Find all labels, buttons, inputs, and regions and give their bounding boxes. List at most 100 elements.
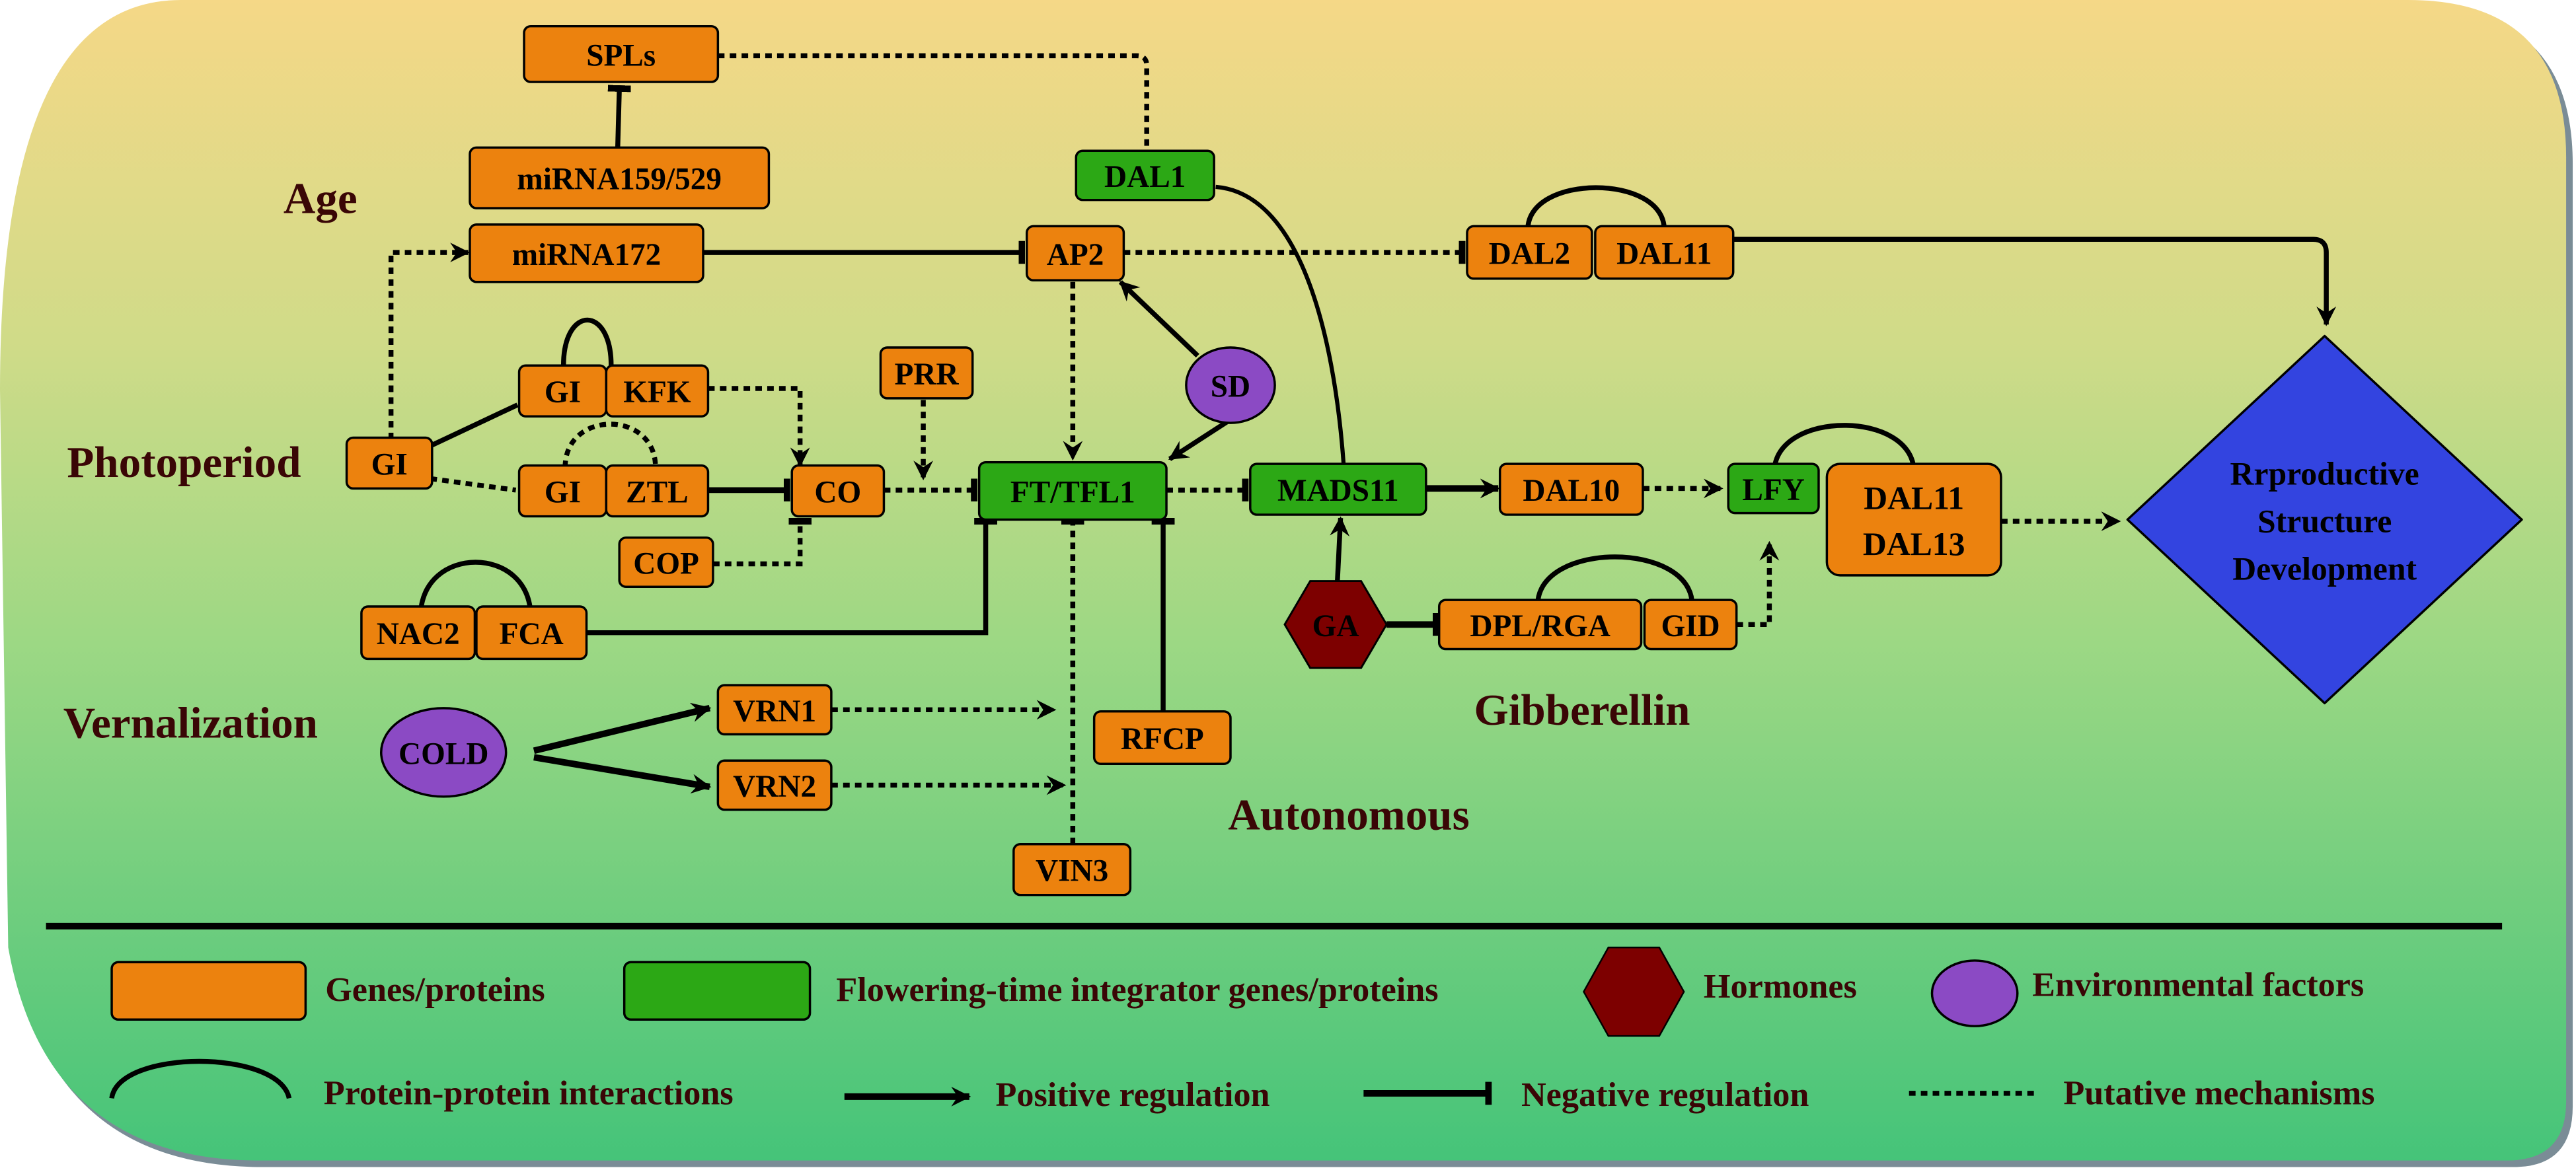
node-gi-photoperiod[interactable]: GI: [345, 436, 434, 490]
node-ap2-label: AP2: [1047, 238, 1104, 272]
gid-to-lfy-edge: [1736, 540, 1780, 628]
node-ft-tfl1[interactable]: FT/TFL1: [977, 460, 1168, 521]
node-dal1[interactable]: DAL1: [1075, 149, 1215, 201]
node-gi-kfk-gi-label: GI: [545, 375, 581, 410]
gi-to-gikfk-edge: [429, 402, 519, 449]
node-ztl[interactable]: ZTL: [605, 464, 710, 518]
node-lfy[interactable]: LFY: [1727, 462, 1820, 515]
cop-to-co-edge: [712, 518, 812, 567]
sd-to-ap2-edge: [1118, 280, 1199, 358]
dal11-to-output-edge: [1733, 237, 2337, 326]
lfy-dal11-interaction: [1772, 423, 1916, 472]
node-dal10-label: DAL10: [1523, 474, 1620, 508]
legend-label-hormones: Hormones: [1704, 968, 1857, 1006]
node-dal1-shape: [1075, 149, 1215, 201]
node-ap2[interactable]: AP2: [1025, 225, 1125, 282]
node-sd-shape: [1185, 346, 1276, 424]
node-vrn1-shape: [716, 684, 833, 736]
legend-label-putative: Putative mechanisms: [2063, 1074, 2374, 1112]
node-mirna172[interactable]: miRNA172: [469, 223, 704, 283]
node-ft-tfl1-shape: [977, 460, 1168, 521]
node-lfy-shape: [1727, 462, 1820, 515]
legend-integrator-swatch: [623, 961, 812, 1021]
node-mirna159-529-shape: [469, 146, 771, 209]
output-label-line3: Development: [2232, 550, 2417, 587]
node-vrn1[interactable]: VRN1: [716, 684, 833, 736]
node-prr[interactable]: PRR: [879, 346, 974, 400]
nac2-fca-interaction: [418, 560, 533, 616]
node-cop[interactable]: COP: [618, 536, 714, 588]
node-gid-label: GID: [1661, 609, 1720, 643]
node-mirna159-529-label: miRNA159/529: [517, 163, 722, 197]
node-nac2-label: NAC2: [377, 617, 460, 651]
node-sd[interactable]: SD: [1185, 346, 1276, 424]
node-spls[interactable]: SPLs: [523, 24, 720, 83]
node-cold-label: COLD: [398, 737, 488, 771]
node-gi-ztl-gi-label: GI: [545, 476, 581, 510]
node-gi-ztl-gi[interactable]: GI: [517, 464, 608, 518]
node-fca-label: FCA: [500, 617, 564, 651]
node-kfk-label: KFK: [623, 375, 691, 410]
ga-to-mads11-edge: [1330, 516, 1350, 584]
node-dal10-shape: [1498, 462, 1644, 516]
node-cold-shape: [380, 707, 508, 798]
output-diamond-shape: [2126, 334, 2523, 705]
node-dpl-rga[interactable]: DPL/RGA: [1437, 599, 1643, 651]
legend-label-integrators: Flowering-time integrator genes/proteins: [836, 971, 1438, 1009]
node-dal11-dal13-shape: [1825, 462, 2002, 577]
node-cop-label: COP: [633, 547, 699, 581]
node-mirna159-529[interactable]: miRNA159/529: [469, 146, 771, 209]
node-vrn2[interactable]: VRN2: [716, 759, 833, 811]
node-kfk-shape: [605, 364, 710, 418]
pathway-label-photoperiod: Photoperiod: [67, 437, 301, 487]
legend-label-environment: Environmental factors: [2032, 967, 2364, 1004]
node-cold[interactable]: COLD: [380, 707, 508, 798]
node-dpl-rga-shape: [1437, 599, 1643, 651]
legend-hormone-swatch: [1583, 946, 1685, 1037]
node-gid[interactable]: GID: [1643, 599, 1738, 651]
sd-to-fttfl1-edge: [1168, 418, 1232, 461]
node-dal2[interactable]: DAL2: [1466, 225, 1593, 280]
node-kfk[interactable]: KFK: [605, 364, 710, 418]
node-rfcp-shape: [1092, 710, 1232, 765]
node-vin3[interactable]: VIN3: [1012, 843, 1132, 897]
node-ga[interactable]: GA: [1283, 580, 1388, 669]
node-rfcp-label: RFCP: [1121, 722, 1204, 756]
node-cop-shape: [618, 536, 714, 588]
node-ga-shape: [1283, 580, 1388, 669]
node-mirna172-label: miRNA172: [512, 238, 662, 272]
node-dal1-label: DAL1: [1104, 160, 1186, 194]
spls-to-dal1-edge: [718, 53, 1158, 159]
node-mads11[interactable]: MADS11: [1249, 462, 1427, 516]
node-gi-kfk-gi[interactable]: GI: [517, 364, 608, 418]
node-mads11-shape: [1249, 462, 1427, 516]
cold-to-vrn2-edge: [533, 754, 712, 794]
node-nac2[interactable]: NAC2: [360, 605, 476, 661]
node-dal11-top-shape: [1594, 225, 1735, 280]
node-dal10[interactable]: DAL10: [1498, 462, 1644, 516]
node-gid-shape: [1643, 599, 1738, 651]
node-co[interactable]: CO: [790, 464, 886, 518]
node-vrn2-shape: [716, 759, 833, 811]
legend-label-genes: Genes/proteins: [325, 971, 545, 1009]
node-rfcp[interactable]: RFCP: [1092, 710, 1232, 765]
gi-ztl-interaction: [562, 421, 658, 468]
legend-divider: [46, 922, 2503, 930]
node-vin3-label: VIN3: [1036, 854, 1108, 889]
fca-to-fttfl1-edge: [586, 518, 997, 636]
legend-gene-swatch: [110, 961, 307, 1021]
output-label-line1: Rrproductive: [2230, 456, 2419, 492]
node-vrn2-label: VRN2: [733, 770, 816, 804]
node-dal2-shape: [1466, 225, 1593, 280]
node-fca[interactable]: FCA: [475, 605, 588, 661]
pathway-label-autonomous: Autonomous: [1228, 790, 1469, 840]
node-dal11-top[interactable]: DAL11: [1594, 225, 1735, 280]
gi-kfk-interaction: [560, 317, 614, 366]
legend-label-positive: Positive regulation: [995, 1076, 1269, 1114]
